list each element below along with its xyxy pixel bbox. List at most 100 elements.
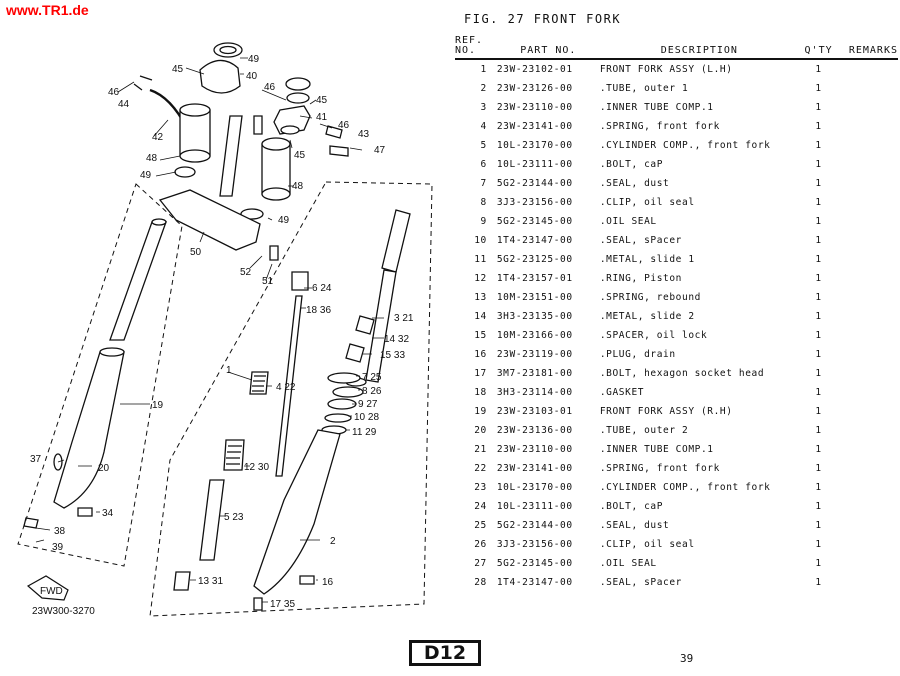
callout: 18 36 [306,305,331,316]
ref-no-cell: 12 [474,273,487,284]
qty-cell: 1 [815,216,822,227]
part-no-cell: 10M-23151-00 [496,292,573,303]
diagram-code: 23W300-3270 [32,606,95,617]
remarks-cell [838,59,898,79]
part-40-cover [199,59,241,94]
part-no-cell: 3M7-23181-00 [496,368,573,379]
callout: 49 [248,54,260,65]
remarks-cell [838,516,898,535]
callout: 15 33 [380,350,405,361]
remarks-cell [838,250,898,269]
ref-no-cell: 6 [480,159,487,170]
callout: 49 [278,215,290,226]
left-fork-inner-tube [109,221,167,341]
ref-no-cell: 20 [474,425,487,436]
description-cell: .TUBE, outer 2 [599,425,689,436]
qty-cell: 1 [815,425,822,436]
callout: 46 [108,87,120,98]
ref-no-cell: 26 [474,539,487,550]
ref-no-cell: 28 [474,577,487,588]
part-49-seal-d [240,208,264,220]
callout: 43 [358,129,370,140]
callout: 50 [190,247,202,258]
part-5-cylinder [199,479,225,561]
description-cell: FRONT FORK ASSY (R.H) [599,406,733,417]
part-no-cell: 23W-23110-00 [496,444,573,455]
remarks-cell [838,440,898,459]
qty-cell: 1 [815,387,822,398]
ref-no-cell: 17 [474,368,487,379]
callout: 44 [118,99,130,110]
part-4-spring [249,371,269,395]
ref-no-cell: 11 [474,254,487,265]
part-48-rubber-right [261,143,291,195]
part-21-inner-tube [381,209,411,273]
description-cell: .SPACER, oil lock [599,330,708,341]
callout: 45 [316,95,328,106]
callout: 13 31 [198,576,223,587]
callout: 6 24 [312,283,332,294]
description-cell: .BOLT, hexagon socket head [599,368,765,379]
remarks-cell [838,326,898,345]
callouts: 49 40 45 46 44 42 48 49 46 45 41 46 43 4… [30,54,414,610]
callout: 17 35 [270,599,295,610]
remarks-cell [838,307,898,326]
part-13-spring [173,571,191,591]
remarks-cell [838,383,898,402]
part-no-cell: 23W-23119-00 [496,349,573,360]
remarks-cell [838,364,898,383]
table-row: 20 23W-23136-00 .TUBE, outer 2 1 [455,421,898,440]
figure-title: FIG. 27 FRONT FORK [464,12,622,26]
description-cell: .SPRING, front fork [599,463,720,474]
part-no-cell: 23W-23102-01 [496,64,573,75]
qty-cell: 1 [815,235,822,246]
part-no-cell: 10M-23166-00 [496,330,573,341]
part-no-cell: 1T4-23147-00 [496,235,573,246]
remarks-cell [838,193,898,212]
part-no-cell: 5G2-23145-00 [496,558,573,569]
callout: 42 [152,132,164,143]
header-ref-no: REF. NO. [455,36,493,60]
ref-no-cell: 4 [480,121,487,132]
part-no-cell: 5G2-23144-00 [496,178,573,189]
remarks-cell [838,535,898,554]
description-cell: .SEAL, sPacer [599,577,682,588]
callout: 51 [262,276,274,287]
remarks-cell [838,478,898,497]
callout: 41 [316,112,328,123]
part-15-spacer [345,343,365,363]
description-cell: .CYLINDER COMP., front fork [599,482,771,493]
description-cell: .METAL, slide 2 [599,311,695,322]
qty-cell: 1 [815,482,822,493]
part-no-cell: 23W-23110-00 [496,102,573,113]
remarks-cell [838,155,898,174]
remarks-cell [838,79,898,98]
exploded-diagram: FWD 23W300-3270 49 40 45 46 44 42 48 49 … [17,42,433,617]
left-fork-outer-tube [53,351,125,509]
callout: 12 30 [244,462,269,473]
part-2-outer-tube [253,429,341,595]
callout: 5 23 [224,512,244,523]
part-no-cell: 23W-23126-00 [496,83,573,94]
remarks-cell [838,497,898,516]
remarks-cell [838,231,898,250]
qty-cell: 1 [815,121,822,132]
part-no-cell: 23W-23136-00 [496,425,573,436]
part-17-bolt [253,597,263,611]
ref-no-cell: 22 [474,463,487,474]
ref-no-cell: 10 [474,235,487,246]
header-remarks: REMARKS [838,36,898,60]
remarks-cell [838,136,898,155]
assy-19-outline [17,183,183,567]
qty-cell: 1 [815,501,822,512]
qty-cell: 1 [815,330,822,341]
page-code: D12 [409,640,481,666]
